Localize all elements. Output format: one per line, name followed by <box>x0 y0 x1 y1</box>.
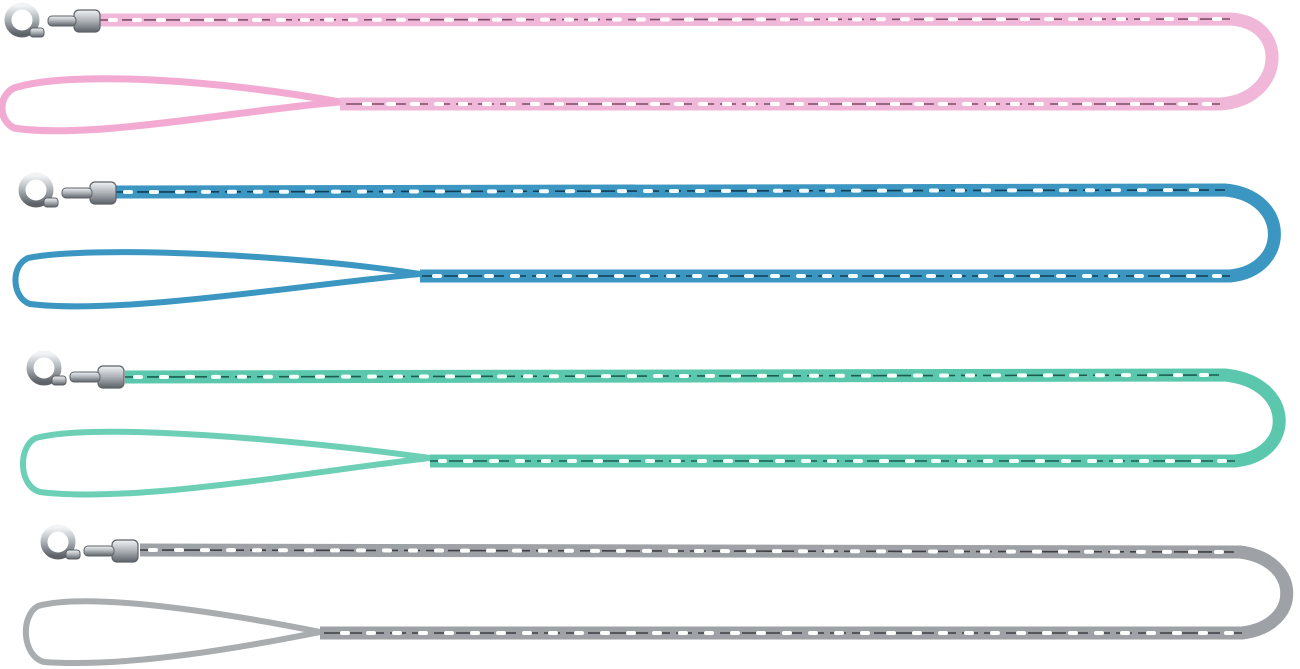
leash-gray-stripe <box>139 549 1242 634</box>
leash-blue-motif <box>123 188 1222 278</box>
leash-mint-loop <box>20 428 433 498</box>
leash-pink-strap-top <box>99 12 1279 111</box>
leash-blue-stripe <box>114 189 1230 277</box>
leash-blue-strap-top <box>114 183 1281 283</box>
leash-gray-motif <box>148 548 1234 635</box>
leash-mint-stripe <box>124 374 1235 462</box>
leash-pink-loop <box>0 75 344 135</box>
leash-gray-strap-top <box>139 543 1294 640</box>
leash-gray-loop <box>23 598 323 667</box>
leash-pink-clip <box>4 2 101 38</box>
leash-gray <box>23 524 1294 667</box>
leash-mint <box>20 350 1286 498</box>
leash-blue <box>12 172 1281 310</box>
leash-mint-clip <box>26 350 125 389</box>
leash-blue-clip <box>18 172 117 208</box>
leash-pink <box>0 2 1279 135</box>
leash-gray-clip <box>40 524 139 563</box>
leash-mint-motif <box>133 373 1227 463</box>
leash-blue-loop <box>12 249 423 310</box>
leash-pink-motif <box>108 17 1222 106</box>
leash-mint-strap-top <box>124 368 1286 468</box>
